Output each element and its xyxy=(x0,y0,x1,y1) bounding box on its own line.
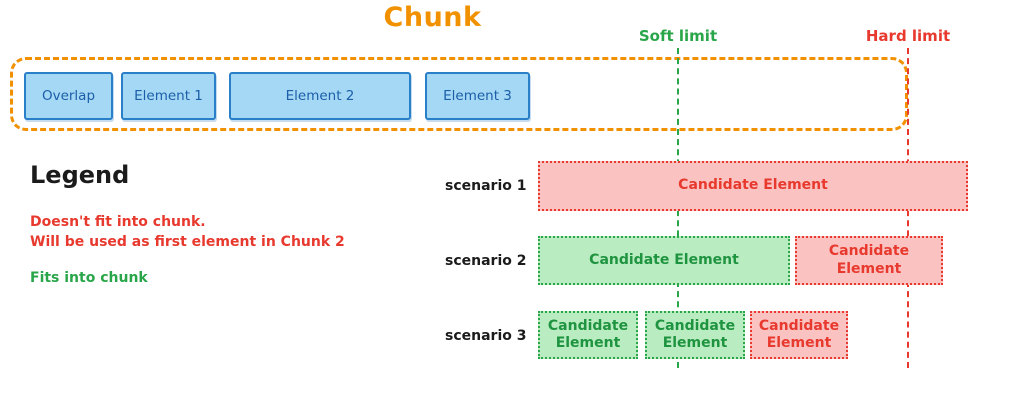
scenario-2-candidate-1[interactable]: Candidate Element xyxy=(538,236,790,285)
chunk-element-overlap[interactable]: Overlap xyxy=(24,72,113,120)
soft-limit-label: Soft limit xyxy=(638,27,718,45)
scenario-3-candidate-2[interactable]: Candidate Element xyxy=(645,311,745,359)
legend-fits: Fits into chunk xyxy=(30,270,148,286)
chunk-element-2[interactable]: Element 2 xyxy=(229,72,411,120)
chunk-title: Chunk xyxy=(383,2,482,33)
scenario-3-candidate-3[interactable]: Candidate Element xyxy=(750,311,848,359)
hard-limit-label: Hard limit xyxy=(865,27,951,45)
scenario-1-label: scenario 1 xyxy=(445,177,527,194)
legend-nofit-line-2: Will be used as first element in Chunk 2 xyxy=(30,234,345,251)
chunk-container xyxy=(10,57,908,131)
legend-nofit: Doesn't fit into chunk. Will be used as … xyxy=(30,212,345,253)
scenario-3-label: scenario 3 xyxy=(445,327,527,344)
scenario-2-candidate-2[interactable]: Candidate Element xyxy=(795,236,943,285)
chunk-element-3[interactable]: Element 3 xyxy=(425,72,530,120)
scenario-2-label: scenario 2 xyxy=(445,252,527,269)
scenario-1-candidate-1[interactable]: Candidate Element xyxy=(538,161,968,211)
chunk-element-1[interactable]: Element 1 xyxy=(121,72,216,120)
scenario-3-candidate-1[interactable]: Candidate Element xyxy=(538,311,638,359)
legend-title: Legend xyxy=(30,161,130,189)
legend-nofit-line-1: Doesn't fit into chunk. xyxy=(30,214,206,230)
